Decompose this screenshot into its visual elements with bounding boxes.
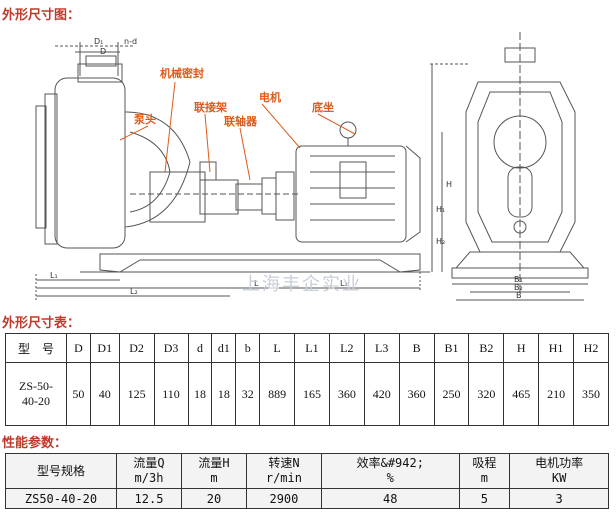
header-cell: L: [259, 333, 296, 363]
table-row: ZS50-40-20 12.5 20 2900 48 5 3: [5, 488, 609, 509]
header-cell: 电机功率 KW: [509, 453, 609, 489]
value-cell: 3: [509, 488, 609, 509]
value-cell: 360: [328, 362, 365, 426]
label-mechanical-seal: 机械密封: [160, 66, 204, 80]
value-cell: 110: [153, 362, 189, 426]
label-base: 底坐: [312, 100, 334, 114]
header-cell: B: [398, 333, 435, 363]
header-cell: L3: [363, 333, 400, 363]
drawing-title: 外形尺寸图：: [2, 8, 81, 23]
table-header-row: 型 号 D D1 D2 D3 d d1 b L L1 L2 L3 B B1 B2…: [5, 333, 609, 363]
value-cell: 5: [458, 488, 511, 509]
value-cell: 420: [363, 362, 400, 426]
header-cell: L1: [294, 333, 330, 363]
value-cell: 360: [398, 362, 435, 426]
table-row: ZS-50- 40-20 50 40 125 110 18 18 32 889 …: [5, 362, 609, 426]
model-cell: ZS-50- 40-20: [5, 362, 67, 426]
dim-mark-l1: L₁: [50, 271, 58, 280]
label-coupling: 联轴器: [224, 114, 258, 128]
dim-mark-l: L: [254, 279, 259, 288]
value-cell: 125: [118, 362, 155, 426]
dim-mark-b2: B₂: [514, 283, 523, 292]
header-cell: L2: [328, 333, 365, 363]
header-cell: b: [235, 333, 261, 363]
header-cell: 流量Q m/3h: [116, 453, 182, 489]
performance-table: 型号规格 流量Q m/3h 流量H m 转速N r/min 效率&#942; %…: [5, 453, 609, 509]
dimension-table: 型 号 D D1 D2 D3 d d1 b L L1 L2 L3 B B1 B2…: [5, 333, 609, 426]
perf-table-title: 性能参数：: [2, 436, 68, 451]
header-cell: D3: [153, 333, 189, 363]
dims-table-title: 外形尺寸表：: [2, 316, 81, 331]
watermark: 上海丰企实业: [242, 274, 362, 295]
value-cell: 48: [320, 488, 460, 509]
dim-mark-b: B: [516, 291, 522, 300]
dim-mark-b1: B₁: [514, 275, 523, 284]
header-cell: 型 号: [5, 333, 67, 363]
dim-mark-n-d: n-d: [124, 37, 137, 46]
header-cell: D1: [89, 333, 120, 363]
header-cell: D: [66, 333, 91, 363]
label-motor: 电机: [259, 90, 281, 104]
dim-mark-d1: D₁: [94, 37, 103, 46]
value-cell: 2900: [246, 488, 322, 509]
value-cell: 50: [66, 362, 91, 426]
header-cell: H: [503, 333, 540, 363]
header-cell: 吸程 m: [458, 453, 511, 489]
value-cell: 32: [235, 362, 261, 426]
value-cell: 20: [181, 488, 247, 509]
dim-mark-d: D: [100, 47, 106, 56]
dim-mark-h2: H₂: [436, 237, 445, 246]
header-cell: D2: [118, 333, 155, 363]
dim-mark-h: H: [446, 180, 452, 189]
value-cell: 210: [538, 362, 575, 426]
value-cell: 40: [89, 362, 120, 426]
dim-mark-l2: L₂: [130, 287, 138, 296]
pump-outline-drawing: 泵头 机械密封 联接架 联轴器 电机 底坐 D₁ D n-d H H₁ H₂ L…: [35, 32, 589, 302]
header-cell: d: [187, 333, 213, 363]
header-cell: 效率&#942; %: [320, 453, 460, 489]
value-cell: 18: [211, 362, 237, 426]
value-cell: 165: [294, 362, 330, 426]
header-cell: 型号规格: [5, 453, 117, 489]
dim-mark-h1: H₁: [436, 205, 445, 214]
value-cell: 350: [573, 362, 609, 426]
value-cell: 12.5: [116, 488, 182, 509]
header-cell: 流量H m: [181, 453, 247, 489]
header-cell: d1: [211, 333, 237, 363]
value-cell: 18: [187, 362, 213, 426]
header-cell: B1: [433, 333, 470, 363]
label-pump-head: 泵头: [134, 112, 156, 126]
header-cell: 转速N r/min: [246, 453, 322, 489]
value-cell: 465: [503, 362, 540, 426]
value-cell: 250: [433, 362, 470, 426]
table-header-row: 型号规格 流量Q m/3h 流量H m 转速N r/min 效率&#942; %…: [5, 453, 609, 489]
value-cell: 889: [259, 362, 296, 426]
header-cell: H1: [538, 333, 575, 363]
header-cell: B2: [468, 333, 505, 363]
label-coupling-frame: 联接架: [194, 100, 227, 114]
value-cell: 320: [468, 362, 505, 426]
dim-mark-l3: L₃: [340, 279, 348, 288]
value-cell: ZS50-40-20: [5, 488, 117, 509]
header-cell: H2: [573, 333, 609, 363]
